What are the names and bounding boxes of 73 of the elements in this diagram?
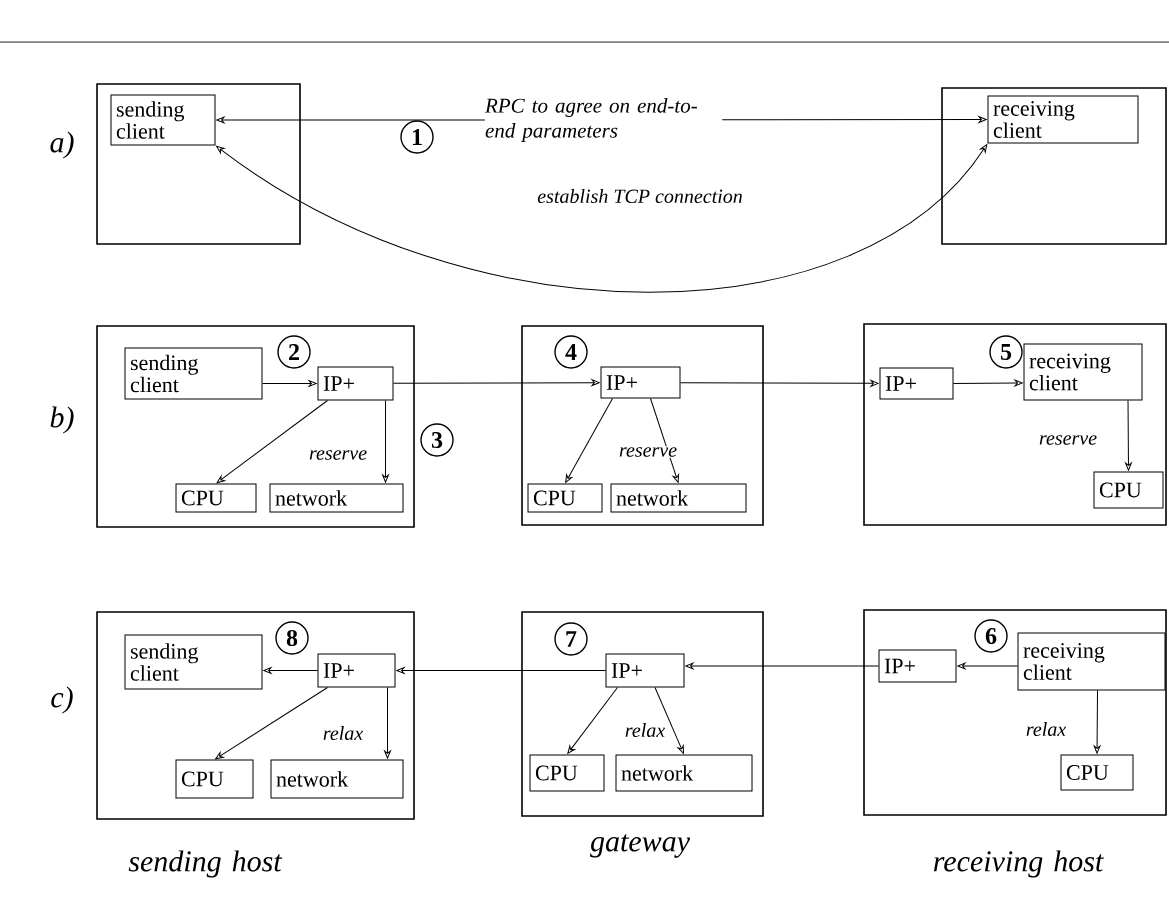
arrow [393,379,600,386]
arrow [650,398,680,483]
edge-label: reserve [307,449,369,461]
arrow [216,400,328,484]
step-number: 2 [277,335,311,369]
edge-label: relax [321,724,365,742]
step-number: 5 [989,335,1023,369]
component-box: CPU [175,483,257,513]
component-box: IP+ [605,653,685,688]
component-box: IP+ [878,649,957,683]
host-box [96,611,415,820]
component-box: receiving client [987,95,1139,144]
annotation-text: RPC to agree on end-to-end parameters [484,98,697,142]
component-box: network [610,483,747,513]
component-box: CPU [529,754,605,792]
step-number: 6 [974,619,1008,653]
arrow [721,116,987,123]
host-name: sending host [128,850,283,878]
component-box: IP+ [600,366,681,399]
component-box: CPU [175,759,254,799]
component-box: sending client [124,634,263,690]
component-box: IP+ [317,366,394,401]
arrow [384,687,391,759]
component-box: IP+ [317,653,396,688]
row-label: a) [50,131,74,159]
host-name: gateway [590,834,690,858]
arrow [263,667,318,674]
component-box: CPU [1060,754,1134,791]
host-name: receiving host [934,850,1104,878]
arrow [382,400,389,483]
arrow [567,687,618,754]
component-box: network [615,754,753,792]
arrow [1093,690,1101,754]
component-box: CPU [527,483,603,513]
arrow [680,379,879,387]
arrow [216,144,988,293]
arrow [215,687,328,760]
component-box: receiving client [1023,343,1143,401]
host-box [521,611,764,817]
step-number: 8 [275,621,309,655]
arrow [685,662,879,670]
row-label: b) [50,406,74,434]
arrow [262,380,317,387]
step-number: 7 [554,622,588,656]
component-box: network [270,759,404,799]
arrow [953,379,1023,387]
host-box [863,323,1167,526]
arrow [216,116,486,124]
component-box: sending client [110,94,216,146]
host-box [96,325,415,528]
host-box [521,325,764,526]
component-box: receiving client [1017,632,1166,691]
arrow [1125,400,1132,471]
host-box [96,83,301,245]
host-box [863,609,1167,816]
edge-label: reserve [1037,434,1099,446]
edge-label: establish TCP connection [536,187,744,205]
arrow [565,398,613,483]
step-number: 4 [554,335,588,369]
arrow [654,687,684,754]
host-box [941,87,1167,245]
component-box: CPU [1093,471,1164,509]
step-number: 3 [420,423,454,457]
component-box: IP+ [879,367,954,400]
component-box: sending client [124,347,263,400]
step-number: 1 [400,120,434,154]
component-box: network [269,483,404,513]
arrow [396,667,606,674]
row-label: c) [51,686,73,714]
edge-label: reserve [617,446,679,458]
edge-label: relax [623,721,667,739]
edge-label: relax [1024,720,1068,738]
arrow [957,662,1018,670]
